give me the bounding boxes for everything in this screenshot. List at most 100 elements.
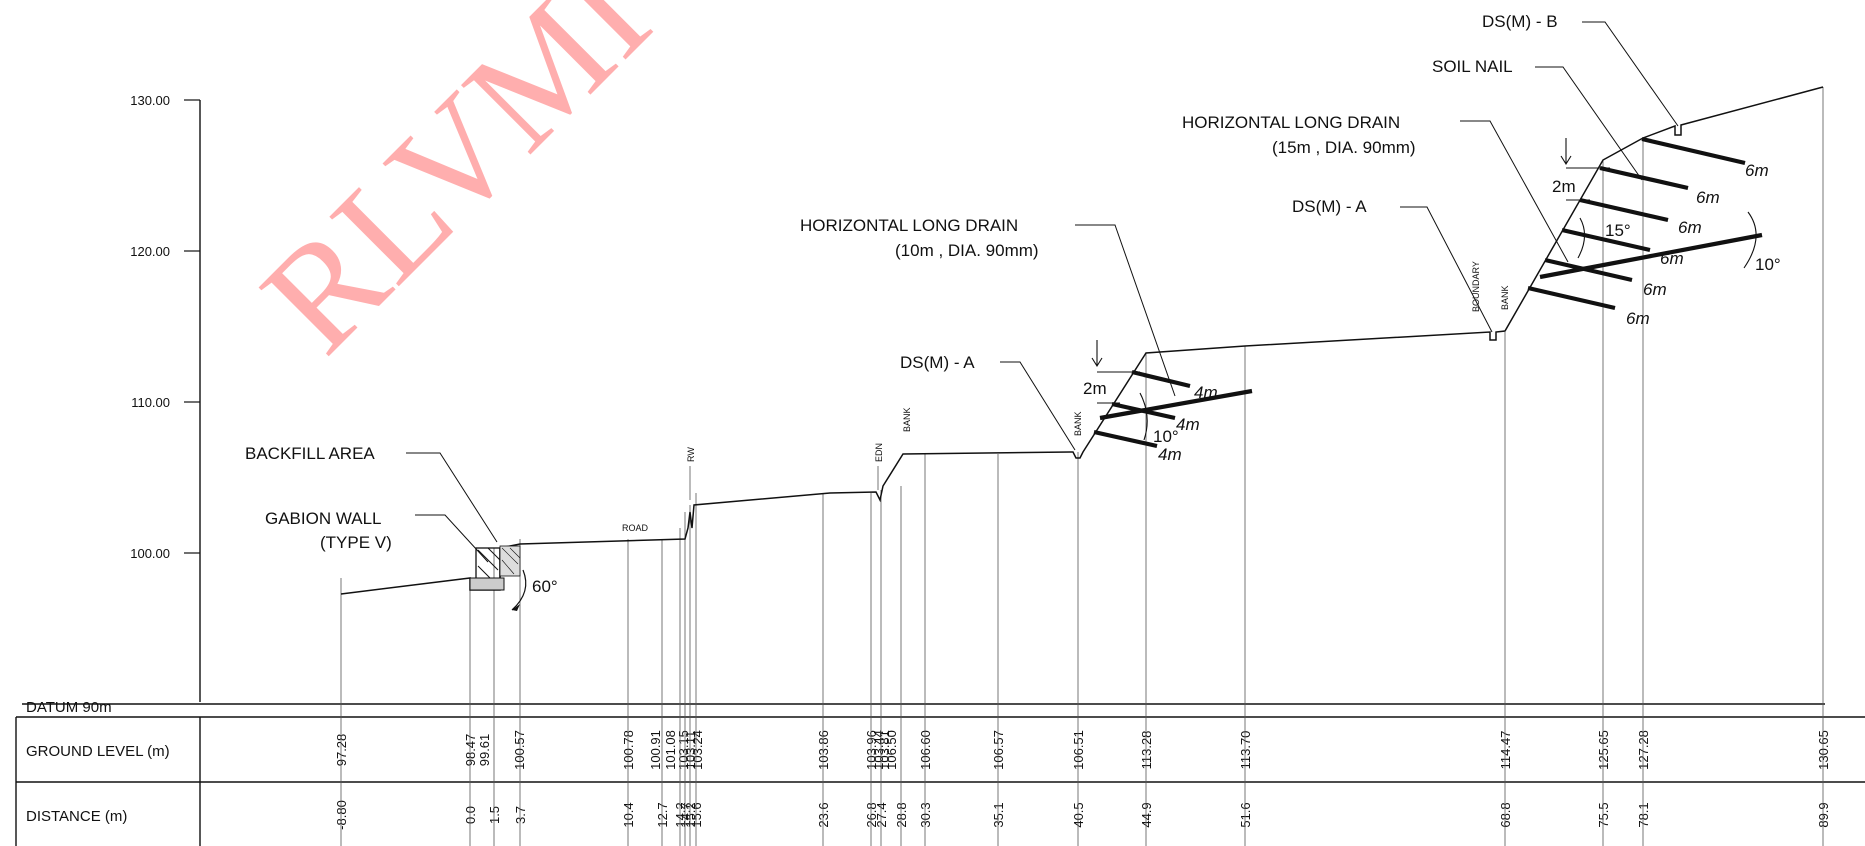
backfill-leader xyxy=(406,452,498,543)
ground-level-value: 100.91 xyxy=(648,730,663,770)
drain1-spec: (10m , DIA. 90mm) xyxy=(895,241,1039,260)
ground-level-value: 103.24 xyxy=(690,730,705,770)
angle-10-lower-arc xyxy=(1139,392,1148,441)
nail-6m-2: 6m xyxy=(1696,188,1720,207)
distance-value: 12.7 xyxy=(655,802,670,827)
distance-value: 14.7 xyxy=(678,802,693,827)
distance-value: 10.4 xyxy=(621,802,636,827)
angle-15-label: 15° xyxy=(1605,221,1631,240)
y-tick-100: 100.00 xyxy=(130,546,170,561)
nail-4m-c: 4m xyxy=(1158,445,1182,464)
road-label: ROAD xyxy=(622,523,649,533)
drain1-label: HORIZONTAL LONG DRAIN xyxy=(800,216,1018,235)
ground-level-value: 106.50 xyxy=(884,730,899,770)
ground-level-value: 114.47 xyxy=(1498,731,1513,770)
data-table: GROUND LEVEL (m) DISTANCE (m) xyxy=(15,716,1865,846)
lower-soil-nails xyxy=(1093,369,1253,449)
distance-value: 3.7 xyxy=(513,806,528,824)
angle-60-arc xyxy=(511,569,527,611)
distance-value: 68.8 xyxy=(1498,802,1513,827)
ds-b-leader xyxy=(1582,21,1679,127)
ground-level-value: 99.61 xyxy=(477,734,492,767)
distance-value: 78.1 xyxy=(1636,802,1651,827)
drain2-leader xyxy=(1460,120,1569,263)
dim-2m-lower-arrow xyxy=(1091,340,1103,368)
soil-nail-leader xyxy=(1535,66,1643,181)
y-tick-130: 130.00 xyxy=(130,93,170,108)
ground-level-value: 106.60 xyxy=(918,730,933,770)
nail-6m-5: 6m xyxy=(1643,280,1667,299)
ground-level-value: 100.57 xyxy=(512,730,527,770)
ds-a-lower-leader xyxy=(1000,361,1076,451)
nail-4m-a: 4m xyxy=(1194,383,1218,402)
angle-15-arc xyxy=(1577,217,1586,259)
ground-level-value: 106.57 xyxy=(991,730,1006,770)
drain2-label: HORIZONTAL LONG DRAIN xyxy=(1182,113,1400,132)
y-tick-120: 120.00 xyxy=(130,244,170,259)
ds-a-upper-label: DS(M) - A xyxy=(1292,197,1367,216)
nail-6m-4: 6m xyxy=(1660,249,1684,268)
rw-label: RW xyxy=(686,447,696,462)
gabion-wall-label: GABION WALL xyxy=(265,509,382,528)
nail-6m-6: 6m xyxy=(1626,309,1650,328)
ground-level-value: 125.65 xyxy=(1596,730,1611,770)
upper-soil-nails xyxy=(1527,136,1763,311)
dim-2m-upper: 2m xyxy=(1552,177,1576,196)
nail-4m-b: 4m xyxy=(1176,415,1200,434)
bank-label-1: BANK xyxy=(902,407,912,432)
backfill-area-label: BACKFILL AREA xyxy=(245,444,375,463)
bank-label-3: BANK xyxy=(1500,285,1510,310)
gabion-leader xyxy=(415,514,489,563)
ds-a-upper-leader xyxy=(1400,206,1493,333)
ground-level-value: 98.47 xyxy=(463,734,478,767)
distance-value: 28.8 xyxy=(894,802,909,827)
angle-10-lower: 10° xyxy=(1153,427,1179,446)
ground-level-value: 101.08 xyxy=(663,730,678,770)
datum-label: DATUM 90m xyxy=(26,699,112,716)
ground-level-value: 130.65 xyxy=(1816,730,1831,770)
drain2-spec: (15m , DIA. 90mm) xyxy=(1272,138,1416,157)
bank-label-2: BANK xyxy=(1073,411,1083,436)
ds-b-label: DS(M) - B xyxy=(1482,12,1558,31)
ground-level-row-label: GROUND LEVEL (m) xyxy=(26,743,170,760)
gabion-wall-symbol xyxy=(469,545,521,591)
drain1-leader xyxy=(1075,224,1176,397)
distance-value: -8.80 xyxy=(334,800,349,830)
y-axis: 130.00 120.00 110.00 100.00 xyxy=(130,93,201,702)
ground-level-value: 97.28 xyxy=(334,734,349,767)
distance-value: 40.5 xyxy=(1071,802,1086,827)
ground-level-value: 127.28 xyxy=(1636,730,1651,770)
distance-value: 23.6 xyxy=(816,802,831,827)
ground-level-value: 103.86 xyxy=(816,730,831,770)
nail-6m-3: 6m xyxy=(1678,218,1702,237)
ground-level-value: 106.51 xyxy=(1071,730,1086,770)
angle-60-label: 60° xyxy=(532,577,558,596)
ground-level-value: 103.11 xyxy=(683,731,698,770)
distance-value: 51.6 xyxy=(1238,802,1253,827)
distance-value: 27.4 xyxy=(874,802,889,827)
nail-6m-1: 6m xyxy=(1745,161,1769,180)
angle-10-upper-arc xyxy=(1743,211,1757,269)
ground-profile xyxy=(340,86,1824,595)
soil-nail-label: SOIL NAIL xyxy=(1432,57,1513,76)
ground-level-value: 103.44 xyxy=(871,730,886,770)
distance-value: 44.9 xyxy=(1139,802,1154,827)
ground-level-value: 103.96 xyxy=(864,730,879,770)
ground-level-value: 113.28 xyxy=(1139,731,1154,770)
ds-a-lower-label: DS(M) - A xyxy=(900,353,975,372)
boundary-label: BOUNDARY xyxy=(1471,261,1481,312)
ground-level-value: 113.70 xyxy=(1238,731,1253,770)
watermark: RLVMI xyxy=(231,0,680,383)
dim-2m-lower: 2m xyxy=(1083,379,1107,398)
distance-value: 14.2 xyxy=(673,802,688,827)
distance-value: 89.9 xyxy=(1816,802,1831,827)
distance-value: 30.3 xyxy=(918,802,933,827)
ground-level-value: 100.78 xyxy=(621,730,636,770)
distance-value: 35.1 xyxy=(991,802,1006,827)
distance-value: 0.0 xyxy=(463,806,478,824)
distance-value: 75.5 xyxy=(1596,802,1611,827)
distance-value: 15.2 xyxy=(683,802,698,827)
angle-10-upper: 10° xyxy=(1755,255,1781,274)
